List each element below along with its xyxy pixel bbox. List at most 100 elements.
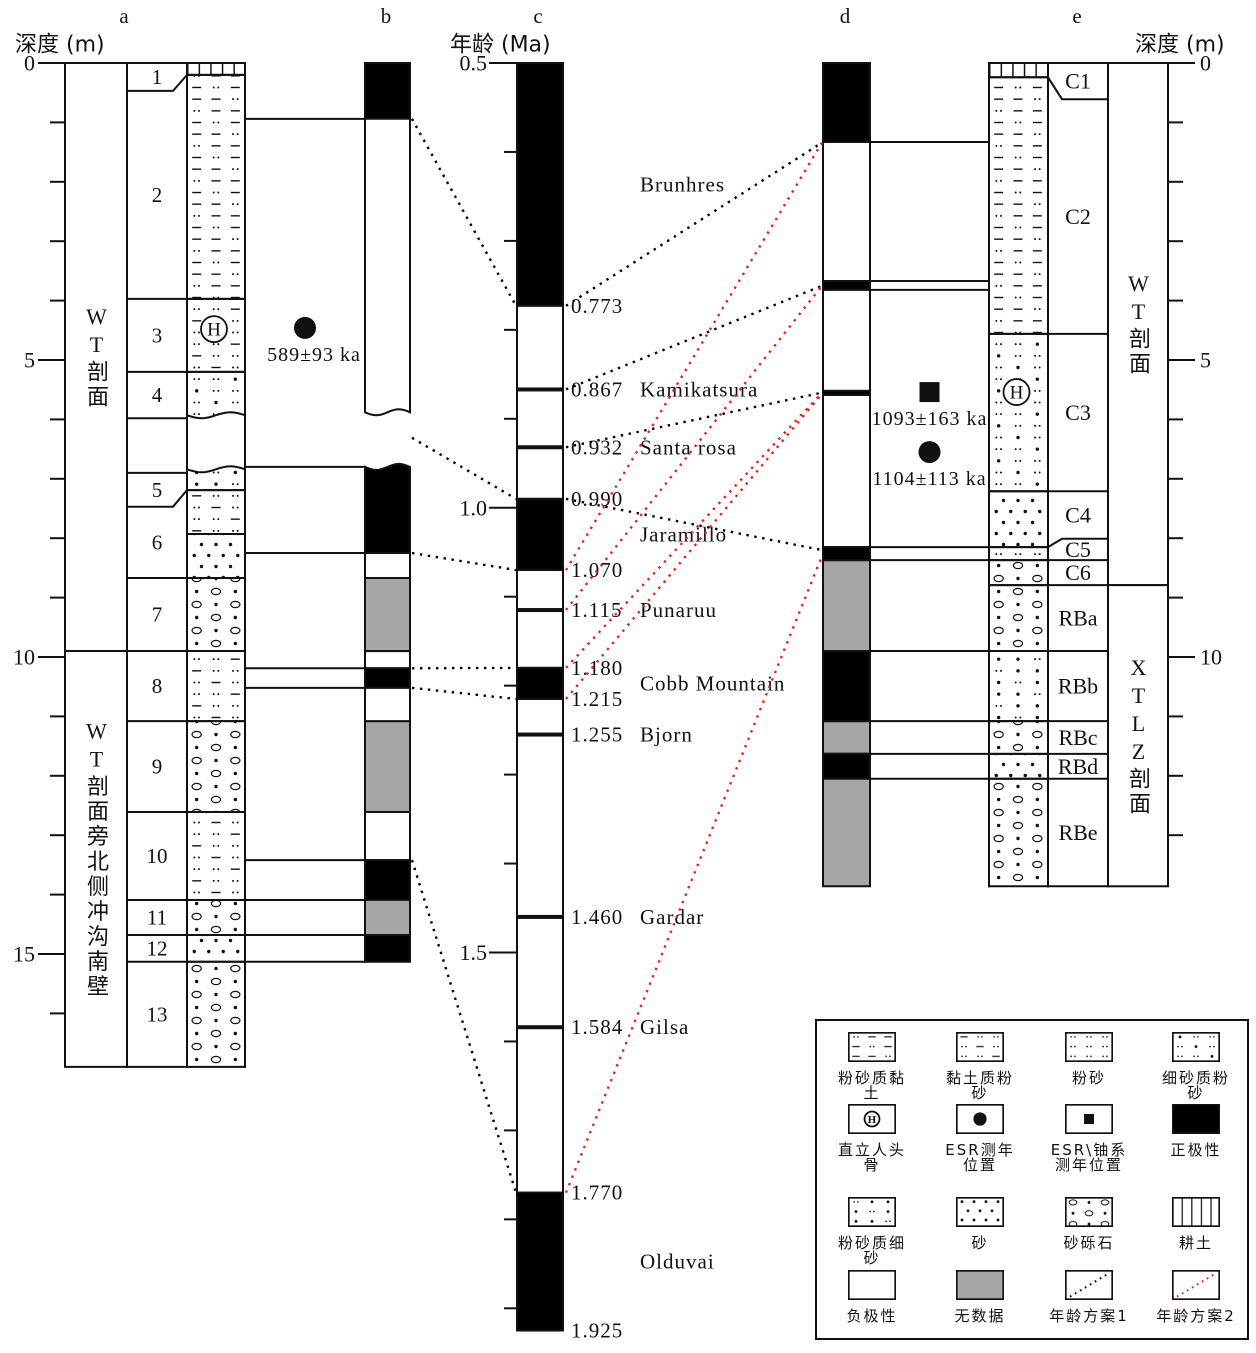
layer-label: 9 (152, 755, 163, 779)
legend-swatch-clayey-silt (956, 1032, 1004, 1062)
polarity-reversed (364, 811, 411, 862)
subchron-name-label: Bjorn (640, 723, 693, 747)
section-label: WT剖面旁北侧冲沟南壁 (84, 718, 109, 1000)
esr-u-series-marker-icon (1084, 1114, 1094, 1124)
lith-bed-silty-fine-sand (989, 651, 1048, 722)
legend-item-silt: 粉砂 (1035, 1032, 1143, 1104)
legend-swatch-esr (956, 1104, 1004, 1134)
chron-normal (516, 1191, 564, 1332)
legend-swatch-frame (956, 1270, 1004, 1300)
column-header-c: c (533, 4, 542, 28)
polarity-normal (822, 280, 871, 291)
lith-bed-silty-clay (989, 77, 1048, 334)
layer-label: 10 (147, 844, 168, 868)
depth-tick-label: 0 (24, 51, 35, 76)
lith-bed-sandy-gravel (989, 585, 1048, 652)
polarity-reversed (364, 552, 411, 579)
legend-label: 正极性 (1170, 1141, 1222, 1159)
subchron-name-label: Santa rosa (640, 435, 737, 459)
polarity-normal (822, 62, 871, 143)
section-box (1107, 584, 1169, 888)
layer-boundary-offset (1047, 537, 1108, 548)
layer-label: 4 (152, 383, 163, 407)
layer-boundary-offset (127, 74, 188, 92)
layer-label: C5 (1065, 537, 1091, 562)
polarity-normal (364, 667, 411, 689)
correlation-line-scheme1 (411, 686, 517, 701)
legend-item-silty-fine-sand: 粉砂质细砂 (819, 1197, 925, 1270)
legend-item-reversed: 负极性 (819, 1270, 925, 1338)
layer-label: C4 (1065, 503, 1091, 528)
chron-normal (516, 62, 564, 307)
legend-swatch-scheme2 (1172, 1270, 1220, 1300)
lith-bed-clayey-silt (187, 651, 245, 722)
legend-label: ESR测年位置 (945, 1141, 1015, 1174)
polarity-normal (822, 752, 871, 780)
chron-boundary-age-label: 1.770 (571, 1181, 623, 1205)
chron-boundary-age-label: 1.070 (571, 558, 623, 582)
layer-label: 11 (147, 905, 167, 929)
age-tick-label: 1.5 (460, 940, 488, 965)
esr-sample-marker (294, 316, 316, 339)
lith-bed-sandy-gravel (989, 778, 1048, 887)
legend-item-scheme2: 年龄方案2 (1143, 1270, 1249, 1338)
legend-swatch-frame (1172, 1104, 1220, 1134)
polarity-reversed (364, 686, 411, 723)
lith-bed-sandy-gravel (989, 721, 1048, 754)
chron-boundary-age-label: 1.215 (571, 687, 623, 711)
chron-reversed (516, 569, 564, 669)
legend-swatch-fine-sand-silt (1172, 1032, 1220, 1062)
polarity-no-data (822, 777, 871, 888)
homo-erectus-skull-icon (1002, 378, 1031, 406)
lith-bed-clayey-silt (187, 812, 245, 900)
layer-label: RBb (1058, 674, 1098, 699)
column-header-b: b (381, 4, 392, 28)
correlation-line-scheme1 (411, 551, 517, 572)
legend-item-fine-sand-silt: 细砂质粉砂 (1143, 1032, 1249, 1104)
lithology-column (186, 62, 246, 1068)
legend-swatch-frame (1172, 1270, 1220, 1300)
age-tick-label: 0.5 (460, 51, 488, 76)
legend-item-esr-u: ESR\铀系测年位置 (1035, 1104, 1143, 1197)
section-label: XTLZ剖面 (1126, 654, 1151, 817)
chron-boundary-age-label: 0.867 (571, 377, 623, 401)
legend-swatch-normal (1172, 1104, 1220, 1134)
polarity-reversed (364, 650, 411, 670)
legend-item-scheme1: 年龄方案1 (1035, 1270, 1143, 1338)
age-tick-label: 1.0 (460, 495, 488, 520)
lith-bed-tilled-soil (187, 63, 245, 75)
sample-age-label: 589±93 ka (267, 344, 361, 366)
chron-boundary-age-label: 0.932 (571, 435, 623, 459)
legend-label: 负极性 (846, 1307, 898, 1325)
polarity-no-data (364, 577, 411, 653)
chron-boundary-age-label: 1.460 (571, 905, 623, 929)
legend-swatch-silt (1065, 1032, 1113, 1062)
layer-boundary-offset (127, 489, 188, 508)
legend-swatch-sandy-gravel (1065, 1197, 1113, 1227)
layer-label: 6 (152, 530, 163, 554)
legend-label: 细砂质粉砂 (1161, 1069, 1230, 1102)
lith-bed-silt (989, 547, 1048, 561)
section-box (64, 62, 128, 653)
lith-bed-fine-sand-silt (989, 333, 1048, 492)
chron-reversed (516, 697, 564, 1194)
lith-bed-tilled-soil (989, 63, 1048, 78)
layer-label: 3 (152, 323, 163, 347)
legend-swatch-silty-fine-sand (848, 1197, 896, 1227)
polarity-column-d (822, 62, 871, 888)
column-header-a: a (119, 4, 129, 28)
esr-marker-icon (973, 1112, 987, 1126)
section-label: WT剖面 (1126, 271, 1151, 378)
legend-label: 年龄方案1 (1049, 1307, 1129, 1325)
subchron-event-band (517, 445, 563, 450)
legend-item-sandy-gravel: 砂砾石 (1035, 1197, 1143, 1270)
legend-item-no-data: 无数据 (925, 1270, 1035, 1338)
correlation-line-scheme2 (565, 391, 823, 669)
legend-swatch-frame (1065, 1104, 1113, 1134)
subchron-name-label: Gilsa (640, 1015, 689, 1039)
